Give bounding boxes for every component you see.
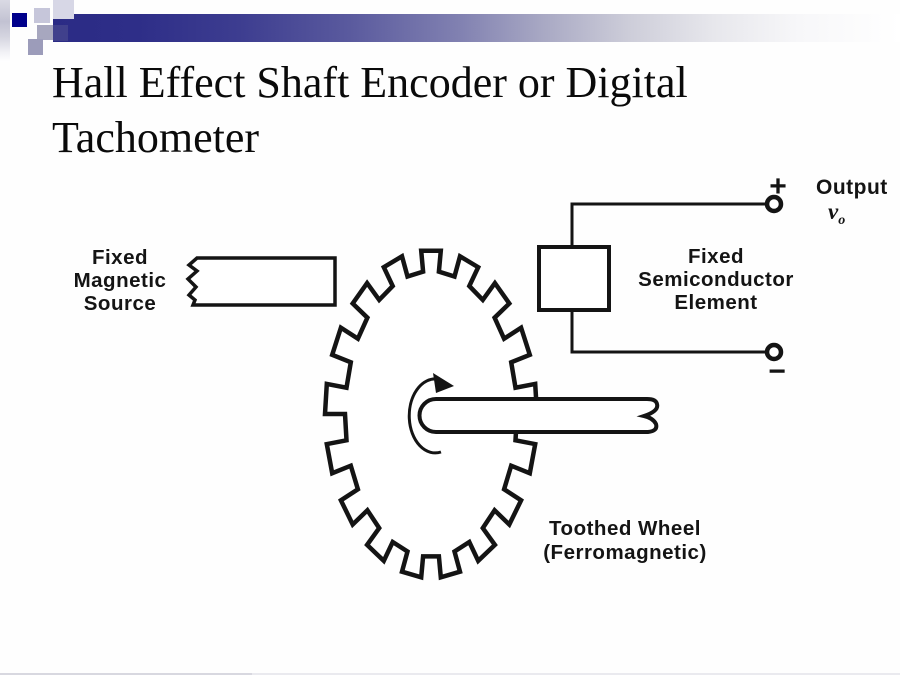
slide-title-line1: Hall Effect Shaft Encoder or Digital [52,58,688,107]
negative-terminal [764,342,784,362]
voltage-v: v [828,199,839,224]
decor-square-below [28,39,43,55]
magnetic-source-shape [185,256,337,307]
toothed-wheel-label-line2: (Ferromagnetic) [543,541,707,564]
decor-square-medium-blue [53,25,68,41]
decor-square-lavender [34,8,50,23]
decor-square-light-top [53,0,74,19]
decor-square-gray [37,25,53,40]
magnetic-source-label-line3: Source [83,292,157,315]
slide-title-line2: Tachometer [52,113,260,162]
semiconductor-label-line2: Semiconductor [638,268,794,291]
slide-bottom-edge [0,673,900,675]
output-label: Output [816,176,888,199]
magnetic-source-label: Fixed Magnetic Source [40,246,200,315]
voltage-subscript-o: o [838,213,846,228]
semiconductor-element-shape [537,245,611,312]
output-voltage-symbol: vo [828,199,845,229]
decor-square-navy [12,13,27,27]
semiconductor-label: Fixed Semiconductor Element [601,245,831,314]
minus-sign: − [768,355,786,388]
toothed-wheel-label: Toothed Wheel (Ferromagnetic) [500,517,750,565]
shaft-shape [417,397,660,434]
magnetic-source-label-line1: Fixed [91,246,149,269]
header-gradient-strip [0,0,10,62]
output-wire-negative [570,308,766,354]
plus-sign: + [769,170,787,203]
semiconductor-label-line3: Element [674,291,758,314]
semiconductor-label-line1: Fixed [687,245,745,268]
header-gradient-bar [53,14,900,42]
positive-terminal [764,194,784,214]
toothed-wheel-label-line1: Toothed Wheel [549,517,701,540]
output-wire-positive [570,202,766,249]
rotation-arrow-arc [407,377,442,455]
slide-title: Hall Effect Shaft Encoder or Digital Tac… [52,55,872,165]
rotation-arrow-head [433,373,454,393]
magnetic-source-label-line2: Magnetic [73,269,167,292]
